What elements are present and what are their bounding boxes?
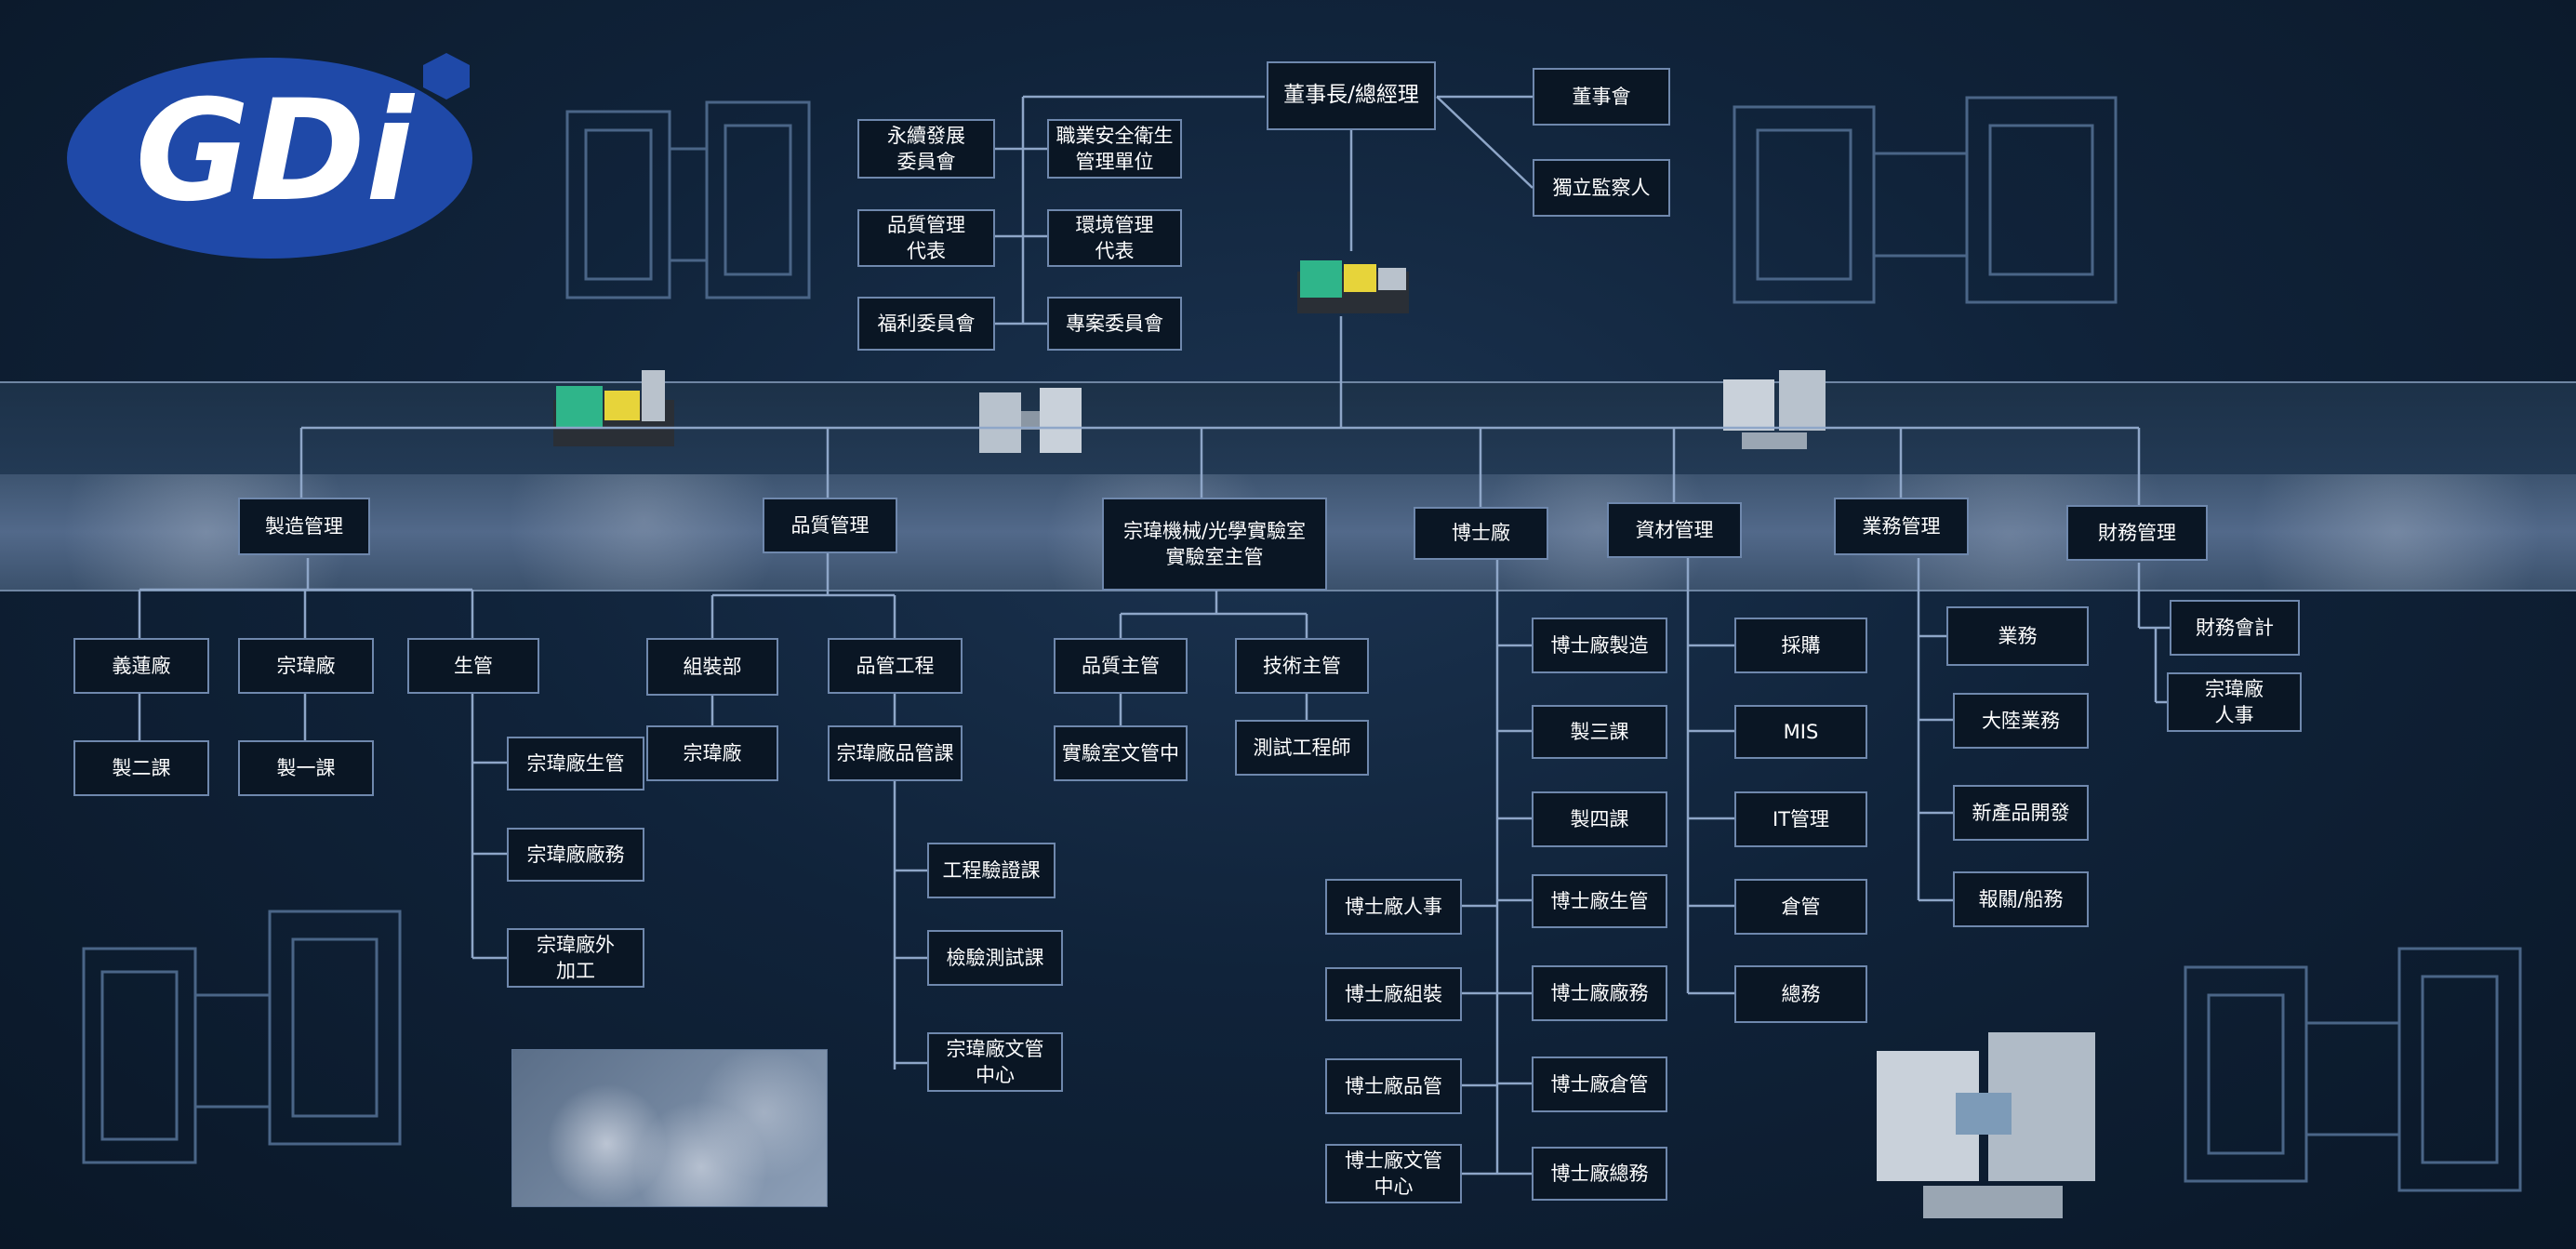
- mfg3-node: 製三課: [1532, 705, 1667, 759]
- zw-prod-ctrl-node: 宗瑋廠生管: [507, 737, 644, 791]
- project-committee-node: 專案委員會: [1047, 297, 1182, 351]
- sales-node: 業務: [1946, 606, 2089, 666]
- mfg-mgmt-node: 製造管理: [238, 498, 370, 555]
- quality-rep-node: 品質管理 代表: [857, 209, 995, 267]
- general-affairs-node: 總務: [1734, 965, 1867, 1023]
- logo-text: GDi: [135, 71, 416, 233]
- mfg1-node: 製一課: [238, 740, 374, 796]
- material-mgmt-node: 資材管理: [1607, 502, 1742, 558]
- welfare-committee-node: 福利委員會: [857, 297, 995, 351]
- assembly-dept-node: 組裝部: [646, 638, 778, 696]
- yilian-plant-node: 義蓮廠: [73, 638, 209, 694]
- quality-head-node: 品質主管: [1054, 638, 1188, 694]
- mold-sketch-icon: [2184, 947, 2522, 1192]
- mold-sketch-icon: [565, 100, 811, 299]
- mold-sketch-icon: [1733, 96, 2118, 304]
- boshi-plant-node: 博士廠: [1414, 507, 1548, 560]
- zw-qc-node: 宗瑋廠品管課: [828, 725, 963, 781]
- mfg4-node: 製四課: [1532, 791, 1667, 847]
- qa-mgmt-node: 品質管理: [763, 498, 897, 553]
- zongwei-plant-node: 宗瑋廠: [238, 638, 374, 694]
- zw-doc-center-node: 宗瑋廠文管 中心: [927, 1032, 1063, 1092]
- prod-ctrl-node: 生管: [407, 638, 539, 694]
- bs-mfg-node: 博士廠製造: [1532, 618, 1667, 673]
- zw-plant-affairs-node: 宗瑋廠廠務: [507, 828, 644, 882]
- sustainability-committee-node: 永續發展 委員會: [857, 119, 995, 179]
- bs-doc-center-node: 博士廠文管 中心: [1325, 1144, 1462, 1203]
- supervisor-node: 獨立監察人: [1533, 159, 1670, 217]
- mfg2-node: 製二課: [73, 740, 209, 796]
- mold-icon: [979, 388, 1082, 453]
- bs-prod-ctrl-node: 博士廠生管: [1532, 874, 1667, 928]
- bs-affairs-node: 博士廠廠務: [1532, 965, 1667, 1021]
- injection-machine-icon: [553, 370, 674, 446]
- new-product-node: 新產品開發: [1953, 785, 2089, 841]
- board-node: 董事會: [1533, 68, 1670, 126]
- qc-eng-node: 品管工程: [828, 638, 963, 694]
- mis-node: MIS: [1734, 705, 1867, 759]
- mold-sketch-icon: [82, 910, 402, 1164]
- tech-head-node: 技術主管: [1235, 638, 1369, 694]
- it-mgmt-node: IT管理: [1734, 791, 1867, 847]
- zw-outsource-node: 宗瑋廠外 加工: [507, 928, 644, 988]
- accounting-node: 財務會計: [2170, 600, 2300, 656]
- inspect-test-node: 檢驗測試課: [927, 930, 1063, 986]
- gdi-logo: GDi: [67, 53, 472, 259]
- purchase-node: 採購: [1734, 618, 1867, 673]
- finance-mgmt-node: 財務管理: [2066, 505, 2208, 561]
- warehouse-node: 倉管: [1734, 879, 1867, 935]
- chairman-node: 董事長/總經理: [1267, 61, 1436, 130]
- eng-verify-node: 工程驗證課: [927, 843, 1056, 898]
- mold-icon: [1877, 1032, 2095, 1218]
- plastic-pellets-image: [511, 1049, 828, 1207]
- bs-hr-node: 博士廠人事: [1325, 879, 1462, 935]
- safety-unit-node: 職業安全衛生 管理單位: [1047, 119, 1182, 179]
- lab-doc-node: 實驗室文管中: [1054, 725, 1188, 781]
- bs-assembly-node: 博士廠組裝: [1325, 967, 1462, 1021]
- env-rep-node: 環境管理 代表: [1047, 209, 1182, 267]
- zw-hr-node: 宗瑋廠 人事: [2167, 672, 2302, 732]
- test-engineer-node: 測試工程師: [1235, 720, 1369, 776]
- china-sales-node: 大陸業務: [1953, 693, 2089, 749]
- business-mgmt-node: 業務管理: [1834, 498, 1969, 555]
- injection-machine-icon: [1297, 260, 1409, 313]
- customs-shipping-node: 報關/船務: [1953, 871, 2089, 927]
- bs-qc-node: 博士廠品管: [1325, 1058, 1462, 1114]
- bs-warehouse-node: 博士廠倉管: [1532, 1056, 1667, 1112]
- bs-general-node: 博士廠總務: [1532, 1147, 1667, 1201]
- zw-assembly-node: 宗瑋廠: [646, 725, 778, 781]
- lab-manager-node: 宗瑋機械/光學實驗室 實驗室主管: [1102, 498, 1327, 591]
- mold-icon: [1723, 370, 1826, 449]
